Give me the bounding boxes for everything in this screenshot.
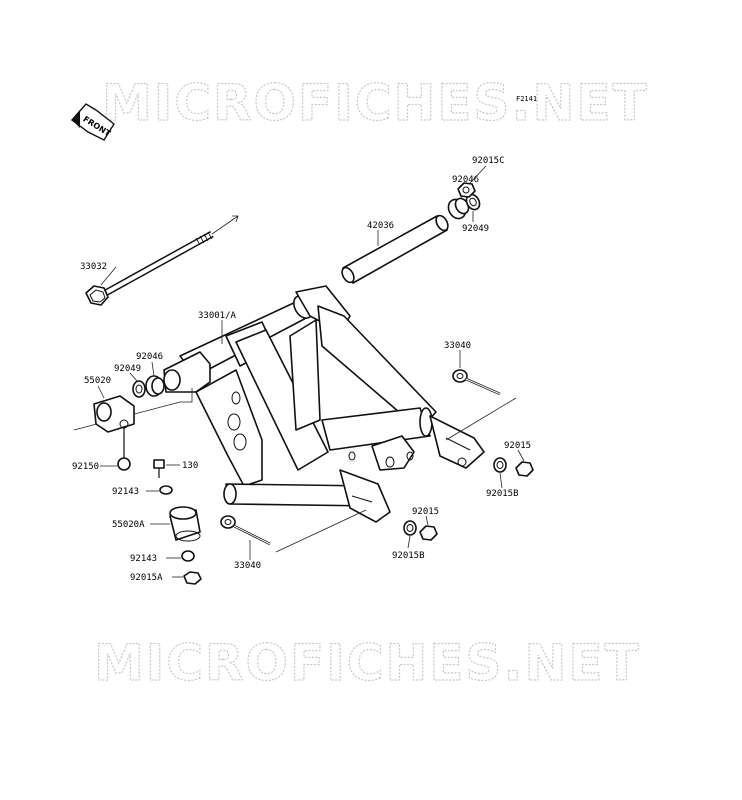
label-33040-bottom: 33040 [234, 561, 261, 571]
label-92015b-right: 92015B [486, 489, 519, 499]
label-92015a: 92015A [130, 573, 163, 583]
label-92143-a: 92143 [112, 487, 139, 497]
nut-92015c-part [457, 182, 476, 198]
chain-adjuster-top-part [452, 369, 501, 396]
leader-92015c [469, 165, 487, 184]
bolt-130-part [153, 459, 165, 478]
label-92049-top: 92049 [462, 224, 489, 234]
label-92150: 92150 [72, 462, 99, 472]
collar-a-part [159, 485, 173, 495]
bushing-bracket-part [93, 395, 135, 433]
washer-92015b-right-part [493, 457, 507, 473]
label-92015-bottom: 92015 [412, 507, 439, 517]
adjuster-top-axis-line [445, 397, 517, 441]
pivot-bolt-part [85, 230, 214, 306]
leader-92015-bottom [425, 515, 429, 526]
label-92046-top: 92046 [452, 175, 479, 185]
label-55020: 55020 [84, 376, 111, 386]
label-33001a: 33001/A [198, 311, 237, 321]
adjuster-bottom-axis-line [275, 509, 367, 553]
bushing-55020a-part [169, 506, 201, 542]
watermark-top: MICROFICHES.NET [102, 74, 649, 132]
label-92143-b: 92143 [130, 554, 157, 564]
nut-92015-right-part [515, 461, 534, 477]
leader-55020 [97, 385, 105, 399]
leader-92046-left [151, 361, 155, 377]
label-92015b-bottom: 92015B [392, 551, 425, 561]
bolt-92150-part [117, 428, 131, 471]
leader-92049-left [129, 372, 138, 382]
pivot-sleeve-part [341, 214, 449, 284]
leader-33032 [100, 266, 117, 286]
swingarm-part [163, 285, 485, 523]
nut-92015-bottom-part [419, 525, 438, 541]
label-33040-top: 33040 [444, 341, 471, 351]
label-130: 130 [182, 461, 198, 471]
label-42036: 42036 [367, 221, 394, 231]
leader-92015b-bottom [407, 535, 411, 549]
pivot-axis-line [211, 215, 239, 235]
nut-92015a-part [183, 571, 202, 585]
label-33032: 33032 [80, 262, 107, 272]
bearing-left-part [145, 375, 165, 397]
collar-b-part [181, 550, 195, 562]
leader-92015b-right [499, 472, 503, 489]
washer-92015b-bottom-part [403, 520, 417, 536]
watermark-bottom: MICROFICHES.NET [94, 634, 641, 692]
label-92015c: 92015C [472, 156, 505, 166]
label-92049-left: 92049 [114, 364, 141, 374]
label-55020a: 55020A [112, 520, 145, 530]
figure-reference: F2141 [516, 95, 537, 103]
chain-adjuster-bottom-part [220, 515, 271, 546]
label-92015-right: 92015 [504, 441, 531, 451]
leader-92015-right [517, 449, 525, 462]
front-direction-arrow-icon: FRONT [70, 103, 115, 141]
seal-left-part [132, 380, 146, 398]
label-92046-left: 92046 [136, 352, 163, 362]
